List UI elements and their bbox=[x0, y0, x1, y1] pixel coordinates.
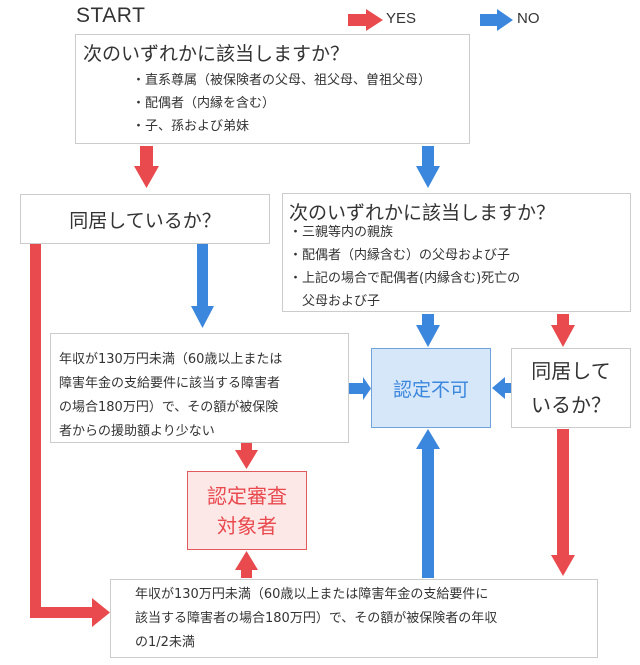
question-box-1: 次のいずれかに該当しますか？ 直系尊属（被保険者の父母、祖父母、曽祖父母） 配偶… bbox=[75, 34, 470, 144]
cohabitation-question-box-right: 同居して いるか？ bbox=[511, 348, 631, 428]
text-line: 者からの援助額より少ない bbox=[59, 424, 215, 439]
arrow-q2-yes bbox=[551, 314, 575, 347]
arrow-income-half-no bbox=[416, 429, 440, 578]
text-line: 同居して bbox=[531, 359, 611, 383]
legend-no-label: NO bbox=[517, 10, 540, 27]
income-half-condition-box: 年収が130万円未満（60歳以上または障害年金の支給要件に 該当する障害者の場合… bbox=[110, 579, 598, 658]
arrow-q1-no bbox=[416, 146, 440, 188]
not-approved-box: 認定不可 bbox=[371, 348, 491, 428]
arrow-cohabit-right-no bbox=[492, 377, 511, 399]
text-line: の1/2未満 bbox=[135, 635, 195, 650]
arrow-income-support-yes bbox=[235, 443, 258, 469]
arrow-cohabit-yes bbox=[30, 244, 110, 627]
text-line: 認定審査 bbox=[207, 483, 287, 508]
text-line: 該当する障害者の場合180万円）で、その額が被保険者の年収 bbox=[135, 611, 498, 626]
text-line: 障害年金の支給要件に該当する障害者 bbox=[59, 376, 281, 391]
question-1-list: 直系尊属（被保険者の父母、祖父母、曽祖父母） 配偶者（内縁を含む） 子、孫および… bbox=[132, 69, 431, 138]
question-2-title: 次のいずれかに該当しますか？ bbox=[289, 202, 556, 224]
cohabitation-question-text-right: 同居して いるか？ bbox=[531, 354, 611, 422]
arrow-income-support-no bbox=[349, 377, 371, 400]
income-half-condition-text: 年収が130万円未満（60歳以上または障害年金の支給要件に 該当する障害者の場合… bbox=[135, 583, 497, 655]
eligible-for-review-box: 認定審査 対象者 bbox=[187, 471, 307, 550]
question-2-list: 三親等内の親族 配偶者（内縁含む）の父母および子 上記の場合で配偶者(内縁含む)… bbox=[289, 221, 520, 290]
cohabitation-question-text: 同居しているか？ bbox=[69, 209, 221, 232]
not-approved-text: 認定不可 bbox=[392, 378, 469, 401]
income-support-condition-box: 年収が130万円未満（60歳以上または 障害年金の支給要件に該当する障害者 の場… bbox=[50, 333, 349, 443]
arrow-income-half-yes bbox=[235, 551, 258, 578]
question-1-item: 配偶者（内縁を含む） bbox=[132, 92, 431, 115]
text-line: の場合180万円）で、その額が被保険 bbox=[59, 400, 279, 415]
arrow-q1-yes bbox=[134, 146, 159, 188]
income-support-condition-text: 年収が130万円未満（60歳以上または 障害年金の支給要件に該当する障害者 の場… bbox=[59, 348, 282, 444]
arrow-q2-no bbox=[416, 314, 440, 347]
question-1-title: 次のいずれかに該当しますか？ bbox=[83, 43, 350, 65]
question-1-item: 直系尊属（被保険者の父母、祖父母、曽祖父母） bbox=[132, 69, 431, 92]
legend-yes-label: YES bbox=[386, 10, 417, 27]
start-label: START bbox=[76, 4, 146, 27]
arrow-cohabit-right-yes bbox=[551, 429, 575, 576]
question-2-item: 上記の場合で配偶者(内縁含む)死亡の bbox=[289, 267, 520, 290]
eligible-for-review-text: 認定審査 対象者 bbox=[207, 481, 287, 541]
question-1-item: 子、孫および弟妹 bbox=[132, 115, 431, 138]
text-line: いるか？ bbox=[531, 393, 611, 417]
question-2-item: 配偶者（内縁含む）の父母および子 bbox=[289, 244, 520, 267]
question-2-item-continuation: 父母および子 bbox=[302, 294, 381, 309]
text-line: 年収が130万円未満（60歳以上または bbox=[59, 352, 283, 367]
text-line: 対象者 bbox=[217, 513, 277, 538]
question-box-2: 次のいずれかに該当しますか？ 三親等内の親族 配偶者（内縁含む）の父母および子 … bbox=[282, 193, 631, 312]
arrow-cohabit-no bbox=[191, 244, 214, 328]
question-2-item: 三親等内の親族 bbox=[289, 221, 520, 244]
text-line: 年収が130万円未満（60歳以上または障害年金の支給要件に bbox=[135, 587, 489, 602]
legend-yes-arrow-icon bbox=[348, 9, 383, 31]
cohabitation-question-box: 同居しているか？ bbox=[20, 194, 270, 244]
legend-no-arrow-icon bbox=[480, 9, 513, 31]
